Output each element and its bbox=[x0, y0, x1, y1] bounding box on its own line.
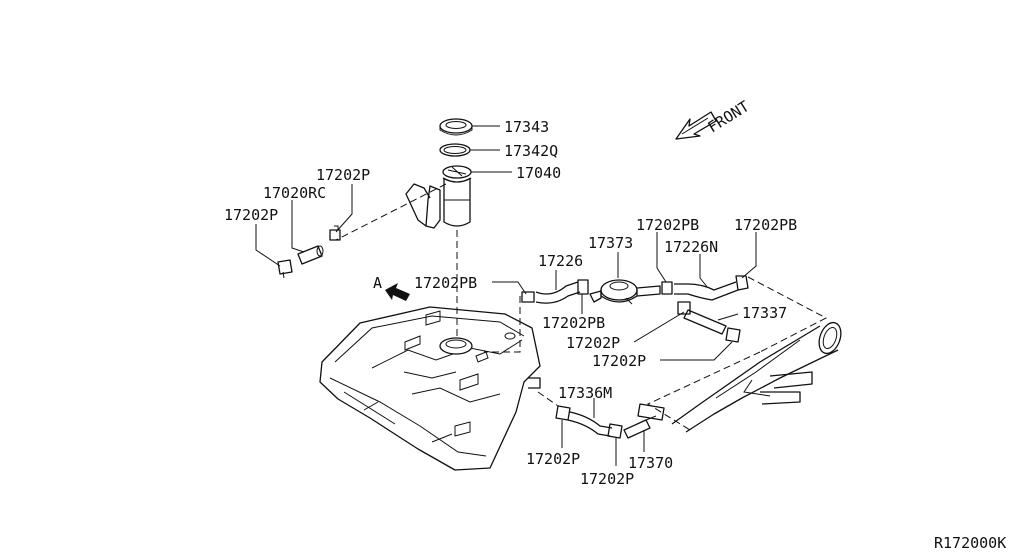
hose-clamp-17202pb-right bbox=[735, 275, 749, 291]
callout-17226n: 17226N bbox=[664, 238, 718, 256]
evap-route-line-lower bbox=[537, 391, 559, 407]
hose-clamp-17202p-mid-upper bbox=[677, 301, 691, 315]
hose-clamp-left-top bbox=[329, 225, 341, 241]
callout-17370: 17370 bbox=[628, 454, 673, 472]
vent-hose-17337 bbox=[683, 309, 727, 335]
front-label: FRONT bbox=[705, 97, 753, 136]
leader-17202pb-main bbox=[492, 281, 527, 295]
leader-17202p-left-bottom bbox=[255, 224, 281, 267]
leader-17226n bbox=[699, 254, 709, 289]
callout-17202p-mid-upper: 17202P bbox=[566, 334, 620, 352]
hose-clamp-17202p-bottom-left bbox=[555, 405, 571, 421]
vent-hose-17226 bbox=[535, 281, 581, 304]
callout-17020rc: 17020RC bbox=[263, 184, 326, 202]
callout-17343: 17343 bbox=[504, 118, 549, 136]
callout-17202p-mid-lower: 17202P bbox=[592, 352, 646, 370]
evap-valve-17373 bbox=[589, 279, 661, 305]
callout-17226: 17226 bbox=[538, 252, 583, 270]
callout-17336m: 17336M bbox=[558, 384, 612, 402]
leader-17202p-left-top bbox=[335, 184, 353, 233]
view-a-arrow-icon bbox=[385, 283, 410, 301]
callout-17373: 17373 bbox=[588, 234, 633, 252]
filler-route-line-lower bbox=[646, 351, 761, 431]
callout-17202p-left-bottom: 17202P bbox=[224, 206, 278, 224]
filler-route-line-upper bbox=[747, 276, 828, 353]
callout-17202p-left-top: 17202P bbox=[316, 166, 370, 184]
callout-17202pb-filter: 17202PB bbox=[542, 314, 605, 332]
fuel-tube-17020rc bbox=[297, 245, 324, 265]
drawing-code: R172000K bbox=[934, 534, 1006, 552]
callout-17342q: 17342Q bbox=[504, 142, 558, 160]
hose-clamp-17202pb-main bbox=[521, 291, 535, 303]
hose-clamp-17202p-mid-lower bbox=[725, 327, 741, 343]
fuel-pump-seal-ring bbox=[439, 143, 471, 157]
callout-17202pb-right: 17202PB bbox=[734, 216, 797, 234]
callout-17202pb-main: 17202PB bbox=[414, 274, 477, 292]
hose-clamp-17202pb-top bbox=[661, 281, 673, 295]
pump-hose-route-line bbox=[335, 183, 447, 241]
hose-clamp-17202pb-filter bbox=[577, 279, 589, 295]
callout-17202p-bottom-left: 17202P bbox=[526, 450, 580, 468]
vent-route-line bbox=[484, 296, 521, 353]
leader-17337 bbox=[717, 313, 739, 321]
hose-clamp-left-bottom bbox=[277, 259, 293, 279]
callout-17202p-bottom-right: 17202P bbox=[580, 470, 634, 488]
vent-hose-17226n bbox=[674, 281, 739, 301]
leader-17202pb-right bbox=[741, 232, 757, 279]
vent-tube-17370 bbox=[623, 403, 665, 439]
leader-17020rc bbox=[291, 200, 305, 253]
fuel-filler-tube bbox=[671, 321, 842, 433]
fuel-pump-module bbox=[405, 165, 472, 229]
leader-17202p-mid-upper bbox=[633, 311, 685, 343]
front-direction-arrow bbox=[675, 111, 717, 140]
callout-17337: 17337 bbox=[742, 304, 787, 322]
leader-17202pb-top bbox=[656, 232, 667, 283]
vent-hose-17336m bbox=[567, 411, 613, 437]
fuel-tank bbox=[319, 306, 541, 471]
hose-clamp-17202p-bottom-right bbox=[607, 423, 623, 439]
fuel-pump-lock-ring bbox=[439, 118, 473, 136]
callout-17202pb-top: 17202PB bbox=[636, 216, 699, 234]
leader-17202p-mid-lower bbox=[660, 341, 733, 361]
callout-17040: 17040 bbox=[516, 164, 561, 182]
view-a-label: A bbox=[373, 274, 382, 292]
